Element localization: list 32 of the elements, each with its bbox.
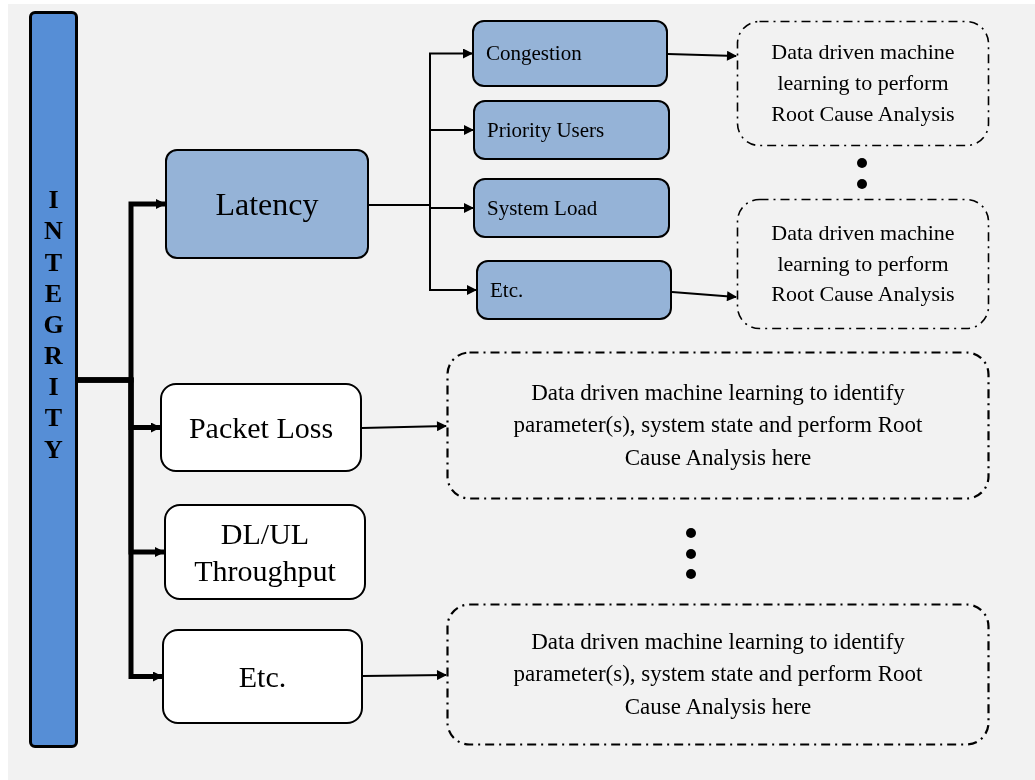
category-box	[162, 629, 363, 724]
category-box	[165, 149, 369, 259]
category-label: Packet Loss	[188, 409, 334, 446]
analysis-box	[736, 198, 990, 330]
category-label: Congestion	[486, 40, 582, 67]
analysis-box	[446, 603, 990, 746]
category-label: Etc.	[238, 658, 287, 695]
arrow	[362, 670, 447, 681]
category-label: Latency	[215, 185, 319, 224]
category-box	[473, 178, 670, 238]
category-box	[476, 260, 672, 320]
arrow	[671, 291, 737, 302]
arrow	[667, 50, 737, 61]
category-box	[472, 20, 668, 87]
analysis-text: Data driven machine learning to perform Root Cause Analysis	[770, 38, 956, 128]
arrow	[361, 421, 447, 432]
category-label: Etc.	[490, 276, 524, 304]
category-box	[164, 504, 366, 600]
category-box	[473, 100, 670, 160]
arrow	[368, 204, 477, 295]
vertical-title: INTEGRITY	[42, 184, 65, 465]
vertical-title-bar	[29, 11, 78, 748]
category-label: System Load	[487, 194, 598, 222]
analysis-box	[736, 20, 990, 147]
category-label: DL/UL Throughput	[193, 515, 337, 589]
analysis-text: Data driven machine learning to perform Root Cause Analysis	[770, 218, 956, 309]
arrow	[78, 377, 163, 682]
analysis-text: Data driven machine learning to identify parameter(s), system state and perform Root Cause Analysis here	[512, 628, 924, 721]
analysis-text: Data driven machine learning to identify parameter(s), system state and perform Root Cause Analysis here	[512, 379, 924, 472]
category-box	[160, 383, 362, 472]
analysis-box	[446, 351, 990, 500]
category-label: Priority Users	[487, 116, 605, 144]
